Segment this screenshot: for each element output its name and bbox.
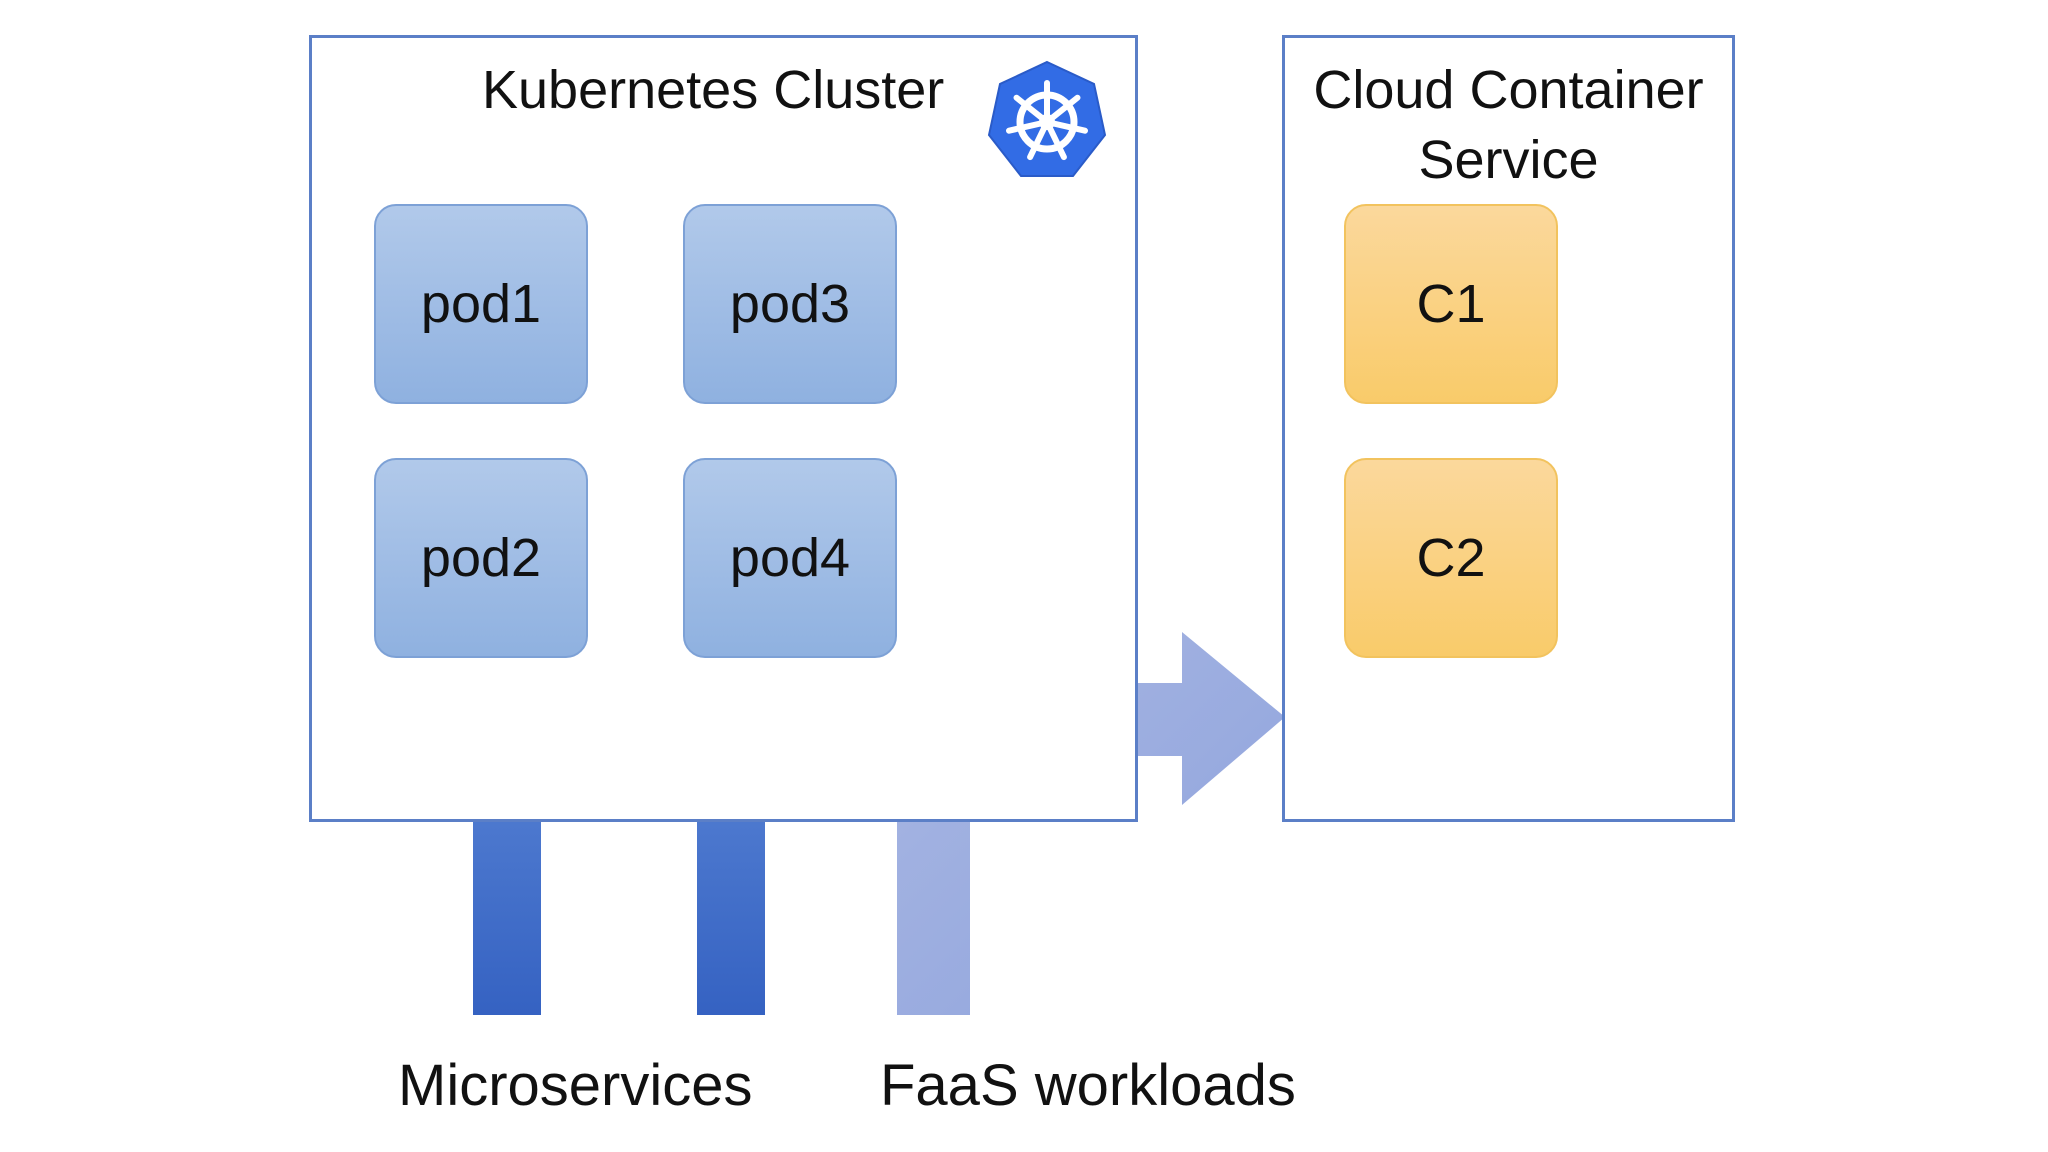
cloud-title-line-1: Cloud Container — [1313, 60, 1704, 120]
pod-box-pod2: pod2 — [374, 458, 588, 658]
pod-box-pod4: pod4 — [683, 458, 897, 658]
kubernetes-logo-icon — [987, 60, 1107, 177]
kubernetes-cluster-title: Kubernetes Cluster — [482, 60, 945, 120]
faas-workloads-label: FaaS workloads — [880, 1053, 1296, 1118]
container-box-c1: C1 — [1344, 204, 1558, 404]
microservices-label: Microservices — [398, 1053, 753, 1118]
kubernetes-cluster-frame: Kubernetes Cluster — [309, 35, 1138, 822]
cloud-container-service-title: Cloud Container Service — [1285, 55, 1732, 195]
container-box-c2: C2 — [1344, 458, 1558, 658]
cloud-container-service-frame: Cloud Container Service — [1282, 35, 1735, 822]
pod-box-pod3: pod3 — [683, 204, 897, 404]
pod-box-pod1: pod1 — [374, 204, 588, 404]
cloud-title-line-2: Service — [1418, 130, 1599, 190]
